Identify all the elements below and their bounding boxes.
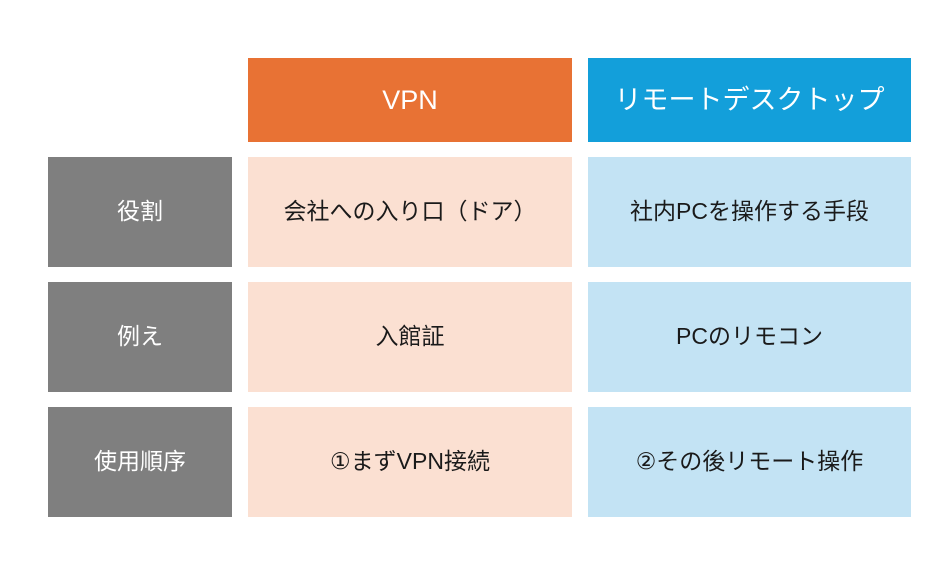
row-label-role-text: 役割 (117, 198, 163, 225)
cell-role-vpn-text: 会社への入り口（ドア） (283, 198, 537, 225)
table-corner-label (48, 58, 232, 142)
row-label-usage-order-text: 使用順序 (94, 448, 186, 475)
cell-analogy-remote-desktop-text: PCのリモコン (676, 323, 823, 350)
cell-usage-order-vpn: ①まずVPN接続 (248, 407, 572, 517)
row-label-analogy: 例え (48, 282, 232, 392)
row-label-usage-order: 使用順序 (48, 407, 232, 517)
row-label-role: 役割 (48, 157, 232, 267)
cell-usage-order-remote-desktop-text: ②その後リモート操作 (635, 448, 864, 475)
table-row: 例え 入館証 PCのリモコン (48, 282, 911, 392)
cell-role-remote-desktop: 社内PCを操作する手段 (588, 157, 911, 267)
table-row: 使用順序 ①まずVPN接続 ②その後リモート操作 (48, 407, 911, 517)
cell-analogy-remote-desktop: PCのリモコン (588, 282, 911, 392)
cell-role-vpn: 会社への入り口（ドア） (248, 157, 572, 267)
row-label-analogy-text: 例え (117, 323, 163, 350)
column-header-vpn-label: VPN (382, 84, 438, 115)
cell-role-remote-desktop-text: 社内PCを操作する手段 (630, 198, 869, 225)
table-corner-cell (48, 58, 232, 142)
column-header-remote-desktop-label: リモートデスクトップ (614, 84, 885, 115)
table-header-row: VPN リモートデスクトップ (48, 58, 911, 142)
comparison-table: VPN リモートデスクトップ 役割 会社への入り口（ドア） 社内PCを操作する手… (32, 43, 927, 532)
cell-usage-order-vpn-text: ①まずVPN接続 (330, 448, 490, 475)
cell-usage-order-remote-desktop: ②その後リモート操作 (588, 407, 911, 517)
column-header-remote-desktop: リモートデスクトップ (588, 58, 911, 142)
cell-analogy-vpn-text: 入館証 (375, 323, 445, 350)
column-header-vpn: VPN (248, 58, 572, 142)
table-row: 役割 会社への入り口（ドア） 社内PCを操作する手段 (48, 157, 911, 267)
cell-analogy-vpn: 入館証 (248, 282, 572, 392)
